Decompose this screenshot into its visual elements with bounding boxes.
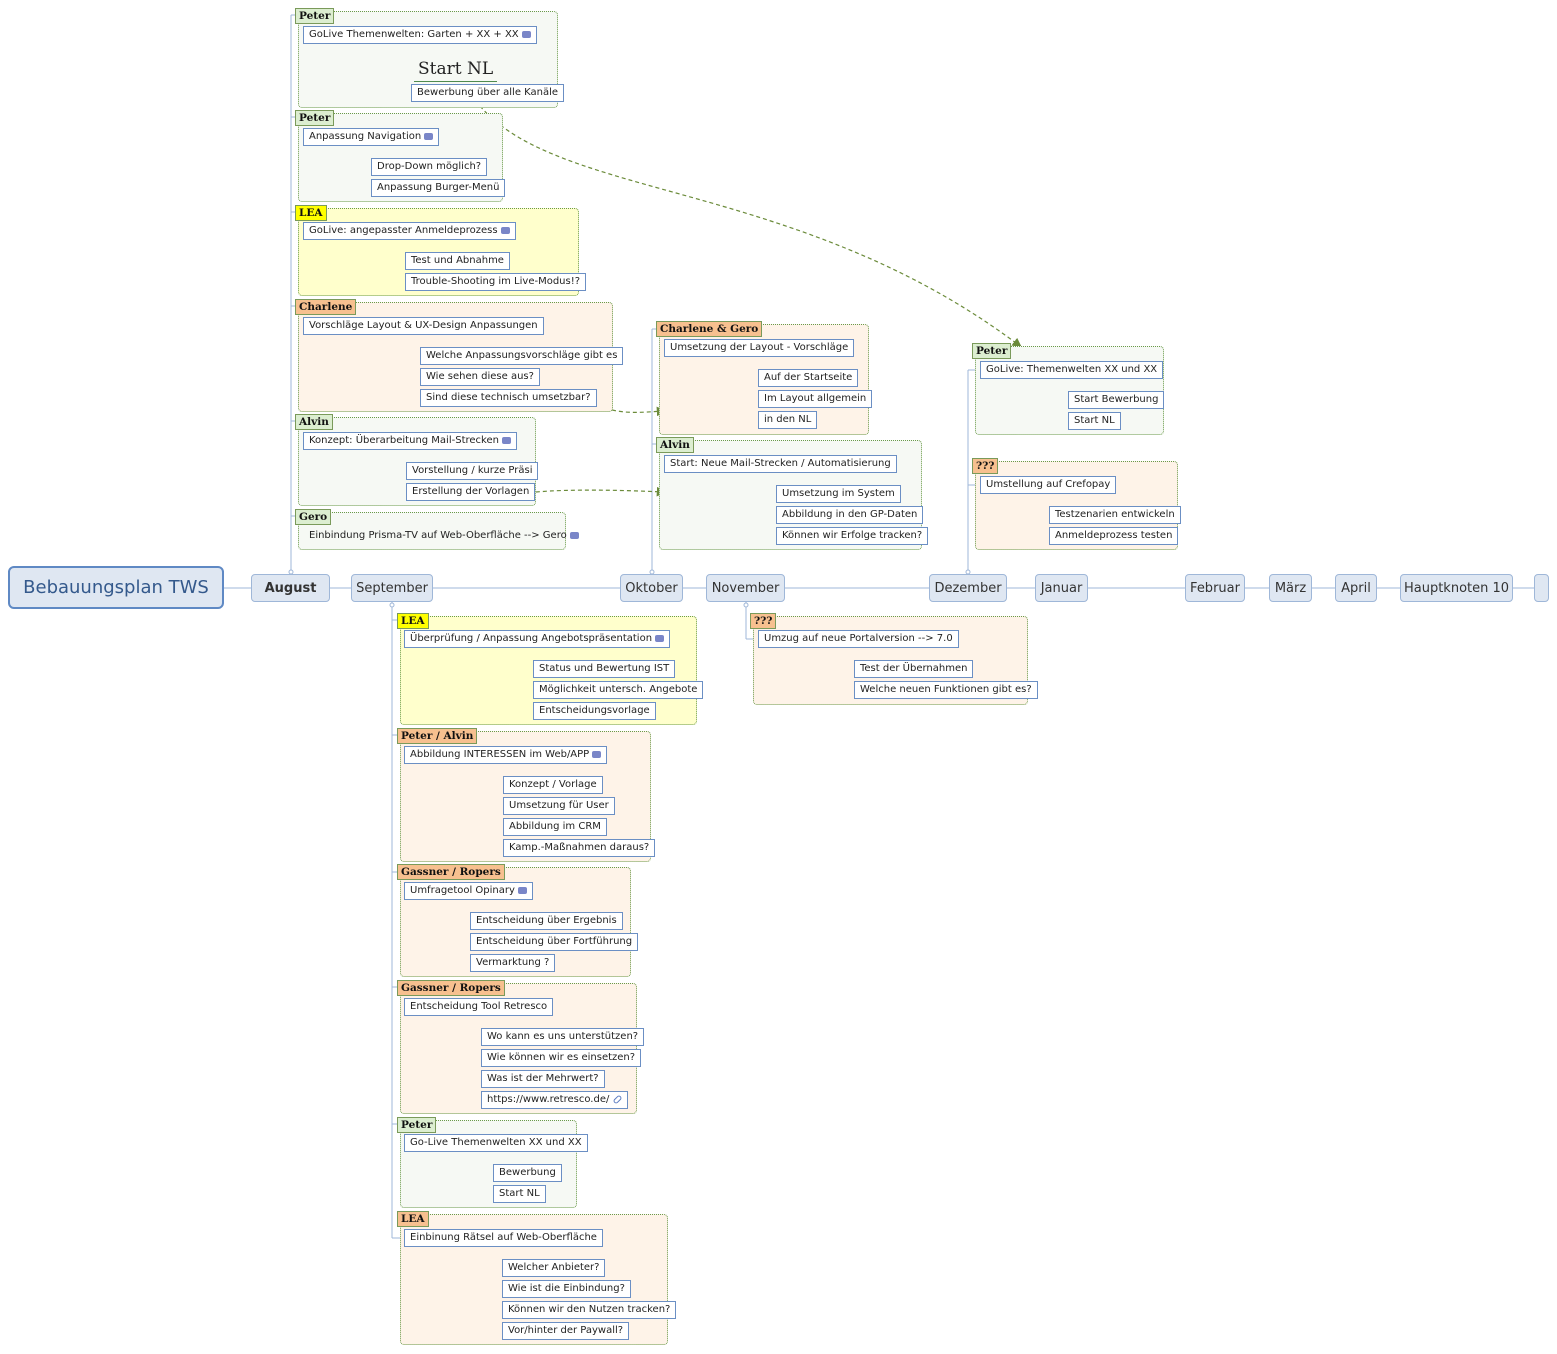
page-icon [424, 132, 434, 140]
group-label: ??? [972, 458, 999, 474]
group-label: Peter / Alvin [397, 728, 478, 744]
root-topic[interactable]: Bebauungsplan TWS [8, 566, 224, 609]
subtask-node[interactable]: Wie sehen diese aus? [420, 368, 540, 386]
subtask-node[interactable]: Entscheidung über Fortführung [470, 933, 639, 951]
task-node[interactable]: GoLive: angepasster Anmeldeprozess [303, 222, 516, 240]
month-hauptknoten-10[interactable]: Hauptknoten 10 [1400, 574, 1513, 602]
month-august[interactable]: August [251, 574, 330, 602]
page-icon [517, 886, 527, 894]
subtask-node[interactable]: Abbildung in den GP-Daten [776, 506, 924, 524]
month-januar[interactable]: Januar [1035, 574, 1088, 602]
subtask-node[interactable]: Bewerbung über alle Kanäle [411, 84, 565, 102]
subtask-node[interactable]: Entscheidung über Ergebnis [470, 912, 623, 930]
subtask-node[interactable]: Können wir den Nutzen tracken? [502, 1301, 677, 1319]
task-node[interactable]: Umsetzung der Layout - Vorschläge [664, 339, 855, 357]
subtask-node[interactable]: Vermarktung ? [470, 954, 556, 972]
group-label: LEA [397, 613, 429, 629]
task-node[interactable]: Einbindung Prisma-TV auf Web-Oberfläche … [303, 527, 585, 545]
subtask-node[interactable]: Auf der Startseite [758, 369, 859, 387]
subtask-node[interactable]: Welcher Anbieter? [502, 1259, 606, 1277]
task-node[interactable]: GoLive: Themenwelten XX und XX [980, 361, 1164, 379]
subtask-node[interactable]: Können wir Erfolge tracken? [776, 527, 929, 545]
month-november[interactable]: November [706, 574, 785, 602]
task-node[interactable]: Go-Live Themenwelten XX und XX [404, 1134, 588, 1152]
task-node[interactable]: Einbinung Rätsel auf Web-Oberfläche [404, 1229, 603, 1247]
month-oktober[interactable]: Oktober [620, 574, 683, 602]
group-label: Gero [295, 509, 332, 525]
subtask-node[interactable]: Sind diese technisch umsetzbar? [420, 389, 597, 407]
subtask-node[interactable]: Anmeldeprozess testen [1049, 527, 1179, 545]
page-icon [592, 750, 602, 758]
subtask-node[interactable]: Wie ist die Einbindung? [502, 1280, 631, 1298]
subtask-node[interactable]: Anpassung Burger-Menü [371, 179, 506, 197]
link-icon [612, 1094, 623, 1104]
task-node[interactable]: Überprüfung / Anpassung Angebotspräsenta… [404, 630, 671, 648]
subtask-node[interactable]: Testzenarien entwickeln [1049, 506, 1181, 524]
task-node[interactable]: Vorschläge Layout & UX-Design Anpassunge… [303, 317, 544, 335]
link-node[interactable]: https://www.retresco.de/ [481, 1091, 629, 1109]
group-label: Charlene & Gero [656, 321, 763, 337]
group-label: Peter [295, 8, 335, 24]
task-node[interactable]: Start: Neue Mail-Strecken / Automatisier… [664, 455, 897, 473]
task-node[interactable]: Umfragetool Opinary [404, 882, 533, 900]
subtask-node[interactable]: Entscheidungsvorlage [533, 702, 656, 720]
subtask-node[interactable]: Status und Bewertung IST [533, 660, 676, 678]
subtask-node[interactable]: Umsetzung im System [776, 485, 901, 503]
subtask-node[interactable]: Abbildung im CRM [503, 818, 607, 836]
group-label: Alvin [656, 437, 694, 453]
subtask-node[interactable]: Test der Übernahmen [854, 660, 974, 678]
page-icon [500, 226, 510, 234]
subtask-node[interactable]: Drop-Down möglich? [371, 158, 488, 176]
group-label: Peter [295, 110, 335, 126]
subtask-node[interactable]: Start NL [1068, 412, 1121, 430]
group-label: Alvin [295, 414, 333, 430]
subtask-node[interactable]: Im Layout allgemein [758, 390, 873, 408]
subtask-node[interactable]: Welche Anpassungsvorschläge gibt es [420, 347, 624, 365]
group-label: Gassner / Ropers [397, 864, 505, 880]
group-label: Charlene [295, 299, 357, 315]
page-icon [501, 436, 511, 444]
group-label: Peter [397, 1117, 437, 1133]
subtask-node[interactable]: Trouble-Shooting im Live-Modus!? [405, 273, 587, 291]
free-topic[interactable]: Start NL [414, 58, 498, 82]
subtask-node[interactable]: Vorstellung / kurze Präsi [406, 462, 539, 480]
subtask-node[interactable]: Bewerbung [493, 1164, 562, 1182]
month-februar[interactable]: Februar [1185, 574, 1245, 602]
month-maerz[interactable]: März [1269, 574, 1312, 602]
subtask-node[interactable]: Wo kann es uns unterstützen? [481, 1028, 645, 1046]
group-box [298, 512, 566, 550]
subtask-node[interactable]: Start NL [493, 1185, 546, 1203]
subtask-node[interactable]: Was ist der Mehrwert? [481, 1070, 605, 1088]
month-april[interactable]: April [1335, 574, 1377, 602]
page-icon [521, 30, 531, 38]
page-icon [569, 531, 579, 539]
subtask-node[interactable]: Welche neuen Funktionen gibt es? [854, 681, 1038, 699]
group-label: Peter [972, 343, 1012, 359]
subtask-node[interactable]: Wie können wir es einsetzen? [481, 1049, 642, 1067]
subtask-node[interactable]: Möglichkeit untersch. Angebote [533, 681, 704, 699]
page-icon [655, 634, 665, 642]
subtask-node[interactable]: Vor/hinter der Paywall? [502, 1322, 630, 1340]
subtask-node[interactable]: in den NL [758, 411, 818, 429]
subtask-node[interactable]: Umsetzung für User [503, 797, 615, 815]
task-node[interactable]: Umzug auf neue Portalversion --> 7.0 [758, 630, 959, 648]
month-empty[interactable] [1534, 574, 1549, 602]
subtask-node[interactable]: Kamp.-Maßnahmen daraus? [503, 839, 656, 857]
subtask-node[interactable]: Test und Abnahme [405, 252, 510, 270]
group-label: Gassner / Ropers [397, 980, 505, 996]
task-node[interactable]: Anpassung Navigation [303, 128, 440, 146]
subtask-node[interactable]: Erstellung der Vorlagen [406, 483, 536, 501]
subtask-node[interactable]: Start Bewerbung [1068, 391, 1165, 409]
subtask-node[interactable]: Konzept / Vorlage [503, 776, 603, 794]
month-september[interactable]: September [351, 574, 433, 602]
group-label: LEA [295, 205, 327, 221]
month-dezember[interactable]: Dezember [929, 574, 1007, 602]
task-node[interactable]: Entscheidung Tool Retresco [404, 998, 554, 1016]
task-node[interactable]: GoLive Themenwelten: Garten + XX + XX [303, 26, 537, 44]
group-label: ??? [750, 613, 777, 629]
task-node[interactable]: Abbildung INTERESSEN im Web/APP [404, 746, 608, 764]
task-node[interactable]: Umstellung auf Crefopay [980, 476, 1117, 494]
task-node[interactable]: Konzept: Überarbeitung Mail-Strecken [303, 432, 517, 450]
group-label: LEA [397, 1211, 429, 1227]
